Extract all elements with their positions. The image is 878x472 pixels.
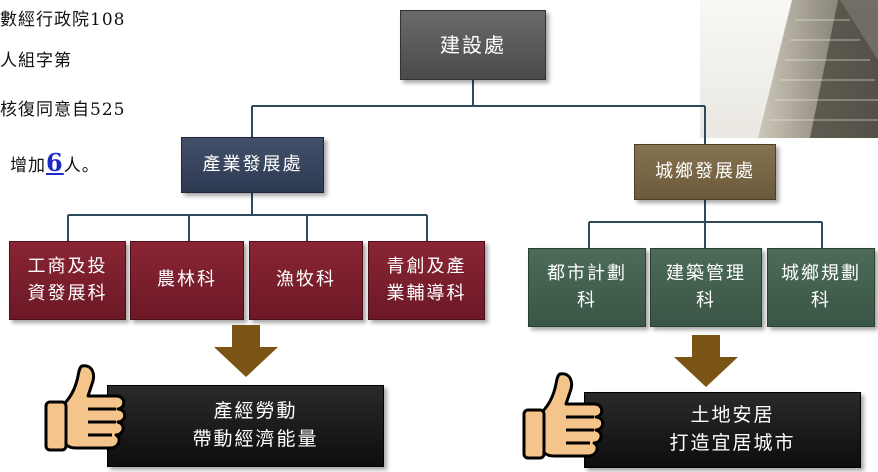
intro-line-4-prefix: 增加 (10, 156, 46, 176)
section-building-management: 建築管理科 (650, 248, 762, 327)
node-urban-rural-division: 城鄉發展處 (634, 144, 776, 200)
section-urban-rural-planning-line-1: 城鄉規劃 (781, 263, 861, 285)
section-youth-startup-line-2: 業輔導科 (386, 282, 467, 304)
outcome-industry-line-1: 產經勞動 (213, 400, 298, 423)
thumbs-up-icon (44, 364, 127, 452)
intro-line-4: 增加6人。 (10, 148, 100, 177)
section-commerce-investment: 工商及投資發展科 (9, 241, 126, 320)
section-urban-planning-line-2: 科 (577, 289, 597, 311)
down-arrow-icon (214, 325, 278, 377)
down-arrow-icon (674, 335, 738, 387)
node-construction-dept: 建設處 (400, 10, 546, 80)
section-building-management-line-2: 科 (696, 289, 716, 311)
section-fishery-livestock: 漁牧科 (249, 241, 363, 320)
intro-line-3: 核復同意自525 (0, 100, 126, 120)
thumbs-up-icon (522, 372, 605, 460)
outcome-industry-line-2: 帶動經濟能量 (192, 428, 319, 450)
node-industry-division: 產業發展處 (181, 137, 324, 193)
section-building-management-line-1: 建築管理 (666, 263, 746, 285)
outcome-urban-rural-line-2: 打造宜居城市 (669, 432, 796, 454)
headcount-number: 6 (46, 148, 64, 177)
outcome-industry: 產經勞動帶動經濟能量 (107, 385, 384, 467)
intro-line-2: 人組字第 (0, 51, 72, 71)
section-youth-startup-line-1: 青創及產 (386, 256, 467, 278)
building-photo (700, 0, 878, 138)
intro-line-1: 數經行政院108 (0, 10, 126, 30)
section-urban-rural-planning-line-2: 科 (811, 289, 831, 311)
section-commerce-investment-line-1: 工商及投 (27, 256, 108, 278)
section-commerce-investment-line-2: 資發展科 (27, 282, 108, 304)
section-urban-planning-line-1: 都市計劃 (547, 263, 627, 285)
intro-line-4-suffix: 人。 (63, 156, 100, 176)
outcome-urban-rural-line-1: 土地安居 (690, 404, 775, 427)
section-agriculture-forestry: 農林科 (130, 241, 244, 320)
section-urban-rural-planning: 城鄉規劃科 (767, 248, 875, 327)
section-youth-startup: 青創及產業輔導科 (368, 241, 485, 320)
outcome-urban-rural: 土地安居打造宜居城市 (584, 392, 861, 468)
section-urban-planning: 都市計劃科 (528, 248, 646, 327)
